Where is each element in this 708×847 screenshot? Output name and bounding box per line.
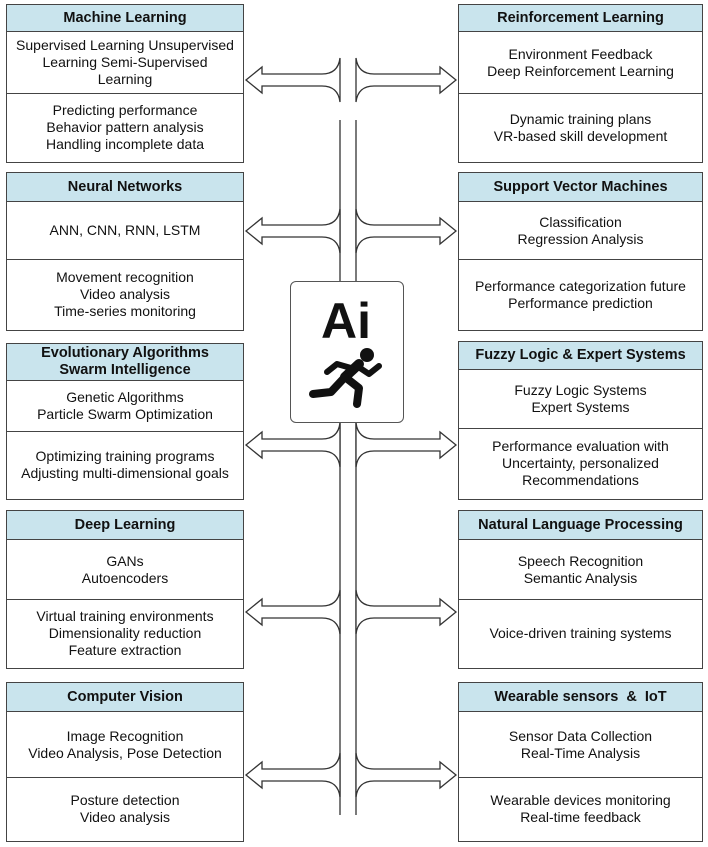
double-arrow-right-4 [355, 752, 458, 798]
ai-logo: Ai [290, 281, 404, 423]
card-wearable-sensors-iot: Wearable sensors & IoT Sensor Data Colle… [458, 682, 703, 842]
card-support-vector-machines: Support Vector Machines Classification R… [458, 172, 703, 331]
double-arrow-left-1 [244, 208, 341, 254]
card-title: Support Vector Machines [459, 173, 702, 202]
card-title: Neural Networks [7, 173, 243, 202]
card-applications: Movement recognition Video analysis Time… [7, 259, 243, 329]
card-deep-learning: Deep Learning GANs Autoencoders Virtual … [6, 510, 244, 669]
double-arrow-right-3 [355, 589, 458, 635]
double-arrow-left-4 [244, 752, 341, 798]
runner-icon [309, 348, 382, 408]
card-methods: GANs Autoencoders [81, 552, 169, 586]
double-arrow-left-2 [244, 422, 341, 468]
card-methods: Environment Feedback Deep Reinforcement … [487, 45, 674, 79]
card-title: Machine Learning [7, 5, 243, 32]
card-applications: Optimizing training programs Adjusting m… [7, 431, 243, 498]
ai-logo-text: Ai [321, 293, 371, 349]
card-applications: Predicting performance Behavior pattern … [7, 93, 243, 161]
double-arrow-right-2 [355, 422, 458, 468]
card-applications: Posture detection Video analysis [7, 777, 243, 840]
card-methods: Genetic Algorithms Particle Swarm Optimi… [37, 389, 213, 422]
card-applications: Voice-driven training systems [459, 599, 702, 667]
card-title: Computer Vision [7, 683, 243, 712]
card-title: Reinforcement Learning [459, 5, 702, 32]
card-methods: ANN, CNN, RNN, LSTM [49, 222, 201, 238]
card-natural-language-processing: Natural Language Processing Speech Recog… [458, 510, 703, 669]
card-computer-vision: Computer Vision Image Recognition Video … [6, 682, 244, 842]
card-reinforcement-learning: Reinforcement Learning Environment Feedb… [458, 4, 703, 163]
card-title: Evolutionary Algorithms Swarm Intelligen… [7, 344, 243, 381]
double-arrow-left-0 [244, 57, 341, 103]
card-evolutionary-algorithms: Evolutionary Algorithms Swarm Intelligen… [6, 343, 244, 500]
card-title: Natural Language Processing [459, 511, 702, 540]
card-neural-networks: Neural Networks ANN, CNN, RNN, LSTM Move… [6, 172, 244, 331]
card-title: Deep Learning [7, 511, 243, 540]
card-applications: Virtual training environments Dimensiona… [7, 599, 243, 667]
card-fuzzy-logic: Fuzzy Logic & Expert Systems Fuzzy Logic… [458, 341, 703, 500]
card-applications: Performance evaluation with Uncertainty,… [459, 428, 702, 498]
card-applications: Dynamic training plans VR-based skill de… [459, 93, 702, 161]
double-arrow-left-3 [244, 589, 341, 635]
card-applications: Performance categorization future Perfor… [459, 259, 702, 329]
card-machine-learning: Machine Learning Supervised Learning Uns… [6, 4, 244, 163]
double-arrow-right-0 [355, 57, 458, 103]
card-methods: Image Recognition Video Analysis, Pose D… [28, 727, 222, 761]
card-methods: Supervised Learning Unsupervised Learnin… [16, 37, 234, 87]
card-methods: Sensor Data Collection Real-Time Analysi… [508, 727, 653, 761]
card-title: Wearable sensors & IoT [459, 683, 702, 712]
double-arrow-right-1 [355, 208, 458, 254]
card-methods: Fuzzy Logic Systems Expert Systems [514, 382, 647, 415]
card-methods: Speech Recognition Semantic Analysis [517, 552, 644, 586]
card-title: Fuzzy Logic & Expert Systems [459, 342, 702, 370]
card-applications: Wearable devices monitoring Real-time fe… [459, 777, 702, 840]
card-methods: Classification Regression Analysis [517, 213, 644, 247]
